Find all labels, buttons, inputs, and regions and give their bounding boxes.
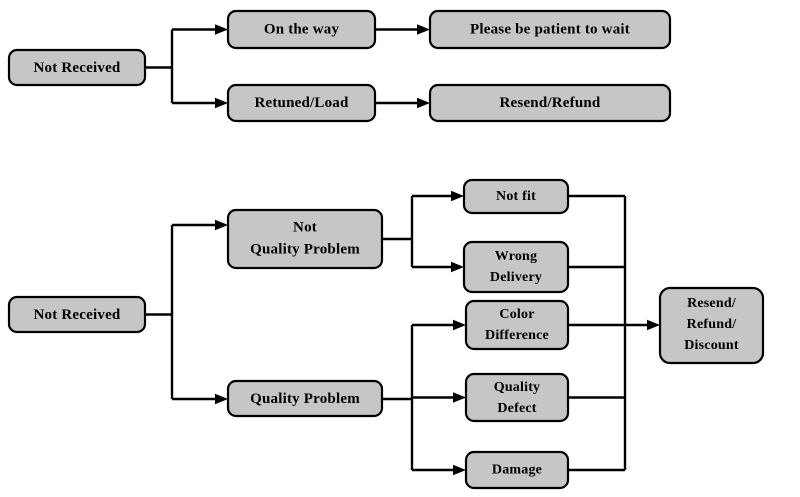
node-not-fit-label: Not fit: [496, 189, 536, 204]
node-please-be-patient[interactable]: Please be patient to wait: [428, 9, 672, 50]
node-quality-problem[interactable]: Quality Problem: [226, 379, 384, 418]
node-color-difference-label-line1: Color: [499, 307, 534, 322]
node-not-received-top-label: Not Received: [34, 60, 121, 76]
connector-group-bottom: [145, 190, 660, 476]
node-color-difference[interactable]: Color Difference: [464, 299, 570, 351]
arrowhead-on-the-way: [215, 24, 228, 35]
node-wrong-delivery-label-line2: Delivery: [490, 270, 542, 285]
connector-group-top: [145, 24, 430, 109]
node-not-received-bottom-shape[interactable]: [7, 295, 147, 334]
node-damage-shape[interactable]: [464, 450, 570, 490]
node-on-the-way[interactable]: On the way: [226, 9, 377, 50]
node-not-received-top-shape[interactable]: [7, 48, 147, 87]
arrowhead-quality-problem: [215, 393, 228, 405]
node-resend-refund-discount-label-line2: Refund/: [687, 317, 738, 332]
arrowhead-resend-refund-discount: [647, 319, 660, 331]
node-quality-defect[interactable]: Quality Defect: [464, 372, 570, 423]
node-quality-problem-label: Quality Problem: [250, 391, 360, 407]
node-damage[interactable]: Damage: [464, 450, 570, 490]
node-quality-problem-shape[interactable]: [226, 379, 384, 418]
node-quality-defect-label-line1: Quality: [494, 380, 541, 395]
arrowhead-wrong-delivery: [451, 261, 464, 273]
node-please-be-patient-label: Please be patient to wait: [470, 21, 630, 37]
node-not-received-bottom[interactable]: Not Received: [7, 295, 147, 334]
arrowhead-damage: [453, 464, 466, 476]
node-quality-defect-shape[interactable]: [464, 372, 570, 423]
node-returned-load-shape[interactable]: [226, 83, 377, 123]
arrowhead-not-quality-problem: [215, 219, 228, 231]
node-not-received-bottom-label: Not Received: [34, 307, 121, 323]
arrowhead-quality-defect: [453, 392, 466, 403]
node-on-the-way-label: On the way: [264, 21, 340, 37]
node-resend-refund-discount-shape[interactable]: [658, 286, 765, 365]
node-please-be-patient-shape[interactable]: [428, 9, 672, 50]
node-on-the-way-shape[interactable]: [226, 9, 377, 50]
node-returned-load-label: Retuned/Load: [254, 95, 349, 111]
node-resend-refund-discount-label-line3: Discount: [684, 338, 739, 353]
arrowhead-returned-load: [215, 97, 228, 109]
node-not-fit[interactable]: Not fit: [462, 178, 570, 215]
node-not-quality-problem-label-line1: Not: [293, 219, 317, 235]
arrowhead-color-difference: [453, 319, 466, 331]
node-resend-refund-discount-label-line1: Resend/: [687, 296, 737, 311]
node-wrong-delivery-label-line1: Wrong: [495, 249, 538, 264]
node-damage-label: Damage: [492, 463, 542, 478]
node-not-quality-problem[interactable]: Not Quality Problem: [226, 208, 384, 270]
node-resend-refund-shape[interactable]: [428, 83, 672, 123]
node-color-difference-shape[interactable]: [464, 299, 570, 351]
node-resend-refund-label: Resend/Refund: [500, 95, 601, 111]
node-not-quality-problem-label-line2: Quality Problem: [250, 241, 360, 257]
arrowhead-resend-refund: [417, 97, 430, 109]
node-wrong-delivery[interactable]: Wrong Delivery: [462, 240, 570, 294]
node-not-quality-problem-shape[interactable]: [226, 208, 384, 270]
node-quality-defect-label-line2: Defect: [497, 401, 536, 416]
arrowhead-please-be-patient: [417, 24, 430, 35]
node-resend-refund-discount[interactable]: Resend/ Refund/ Discount: [658, 286, 765, 365]
node-not-received-top[interactable]: Not Received: [7, 48, 147, 87]
node-not-fit-shape[interactable]: [462, 178, 570, 215]
node-wrong-delivery-shape[interactable]: [462, 240, 570, 294]
arrowhead-not-fit: [451, 190, 464, 202]
node-resend-refund[interactable]: Resend/Refund: [428, 83, 672, 123]
node-color-difference-label-line2: Difference: [485, 328, 549, 343]
node-returned-load[interactable]: Retuned/Load: [226, 83, 377, 123]
